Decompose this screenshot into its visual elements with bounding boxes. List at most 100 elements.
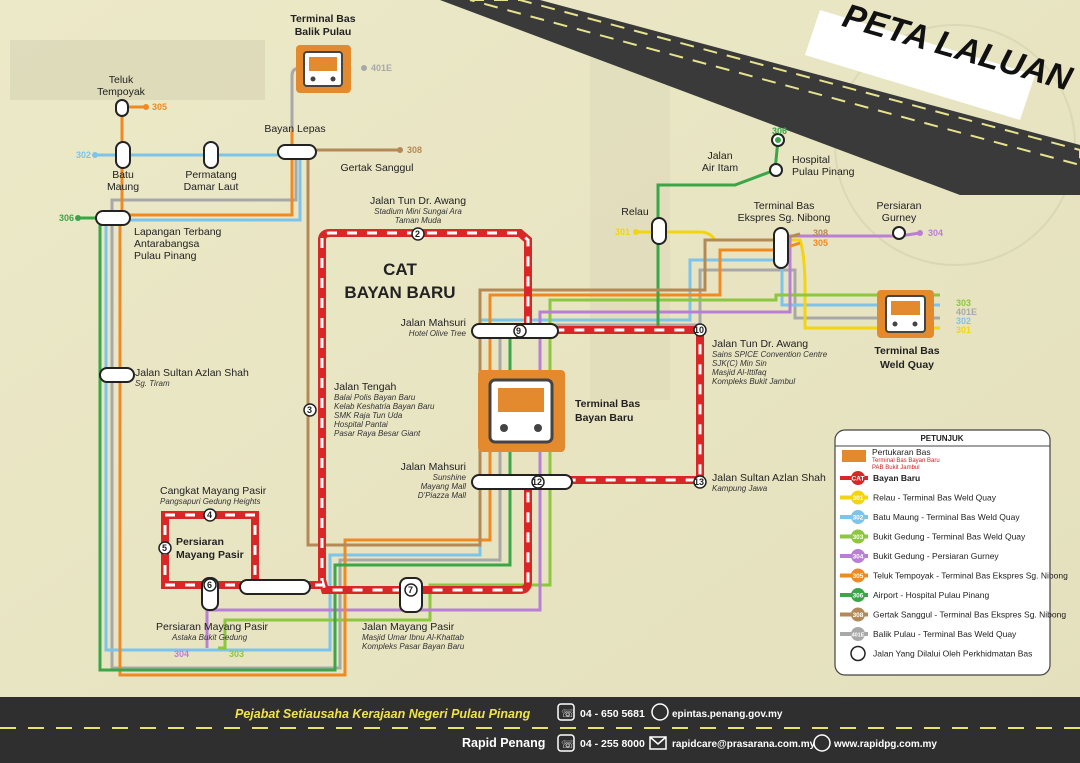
- label-gertak: Gertak Sanggul: [341, 162, 414, 174]
- station-permatang[interactable]: [203, 141, 219, 169]
- footer-phone-2[interactable]: 04 - 255 8000: [580, 738, 645, 750]
- tag-308-nibong: 308: [813, 228, 828, 238]
- label-pmp-loop-2: Mayang Pasir: [176, 549, 244, 561]
- legend-tag-badge: [851, 471, 865, 485]
- station-batu-maung[interactable]: [115, 141, 131, 169]
- label-jtengah-sub4: Hospital Pantai: [334, 420, 388, 429]
- station-ekspres-sg-nibong[interactable]: [773, 227, 789, 269]
- station-air-itam[interactable]: [769, 163, 783, 177]
- stop-10[interactable]: 10: [693, 323, 707, 337]
- label-jtengah-sub5: Pasar Raya Besar Giant: [334, 429, 421, 438]
- label-permatang-2: Damar Laut: [184, 181, 239, 193]
- stop-1[interactable]: 9: [513, 324, 527, 338]
- station-relau[interactable]: [651, 217, 667, 245]
- stop-5[interactable]: 5: [158, 541, 172, 555]
- legend-tag-badge: [851, 588, 865, 602]
- label-pmp-loop-1: Persiaran: [176, 536, 224, 548]
- tag-301-weld: 301: [956, 325, 971, 335]
- mail-icon: [649, 736, 667, 750]
- label-jmahsuri-low-sub1: Sunshine: [433, 473, 467, 482]
- terminal-balik-pulau[interactable]: [296, 45, 351, 93]
- legend-text: Bukit Gedung - Terminal Bas Weld Quay: [873, 532, 1026, 542]
- stop-4[interactable]: 4: [203, 508, 217, 522]
- tag-401e-weld: 401E: [956, 307, 977, 317]
- tag-304-bukit-gedung: 304: [174, 649, 189, 659]
- label-cat-1: CAT: [383, 260, 417, 279]
- route-302-line: [95, 153, 940, 652]
- station-gurney[interactable]: [892, 226, 906, 240]
- stations: [95, 99, 906, 613]
- station-lapangan[interactable]: [95, 210, 131, 226]
- stop-markers: 9 2 3 4 5 6 7 10 12 13: [158, 227, 707, 597]
- stop-7[interactable]: 7: [404, 583, 418, 597]
- legend-tag: CAT: [852, 476, 865, 483]
- terminal-weld-quay[interactable]: [877, 290, 934, 338]
- stop-3[interactable]: 3: [303, 403, 317, 417]
- label-lapangan-1: Lapangan Terbang: [134, 226, 222, 238]
- route-401e-line: [110, 66, 940, 670]
- label-gurney-2: Gurney: [882, 212, 917, 224]
- station-bayan-lepas[interactable]: [277, 144, 317, 160]
- legend-tag-badge: [851, 549, 865, 563]
- stop-13[interactable]: 13: [693, 475, 707, 489]
- footer-phone-1[interactable]: 04 - 650 5681: [580, 708, 645, 720]
- tag-305-teluk: 305: [152, 102, 167, 112]
- tag-304-gurney: 304: [928, 228, 943, 238]
- legend-tag-badge: [851, 490, 865, 505]
- tag-303-weld: 303: [956, 298, 971, 308]
- label-jtengah-sub3: SMK Raja Tun Uda: [334, 411, 403, 420]
- label-gurney-1: Persiaran: [877, 200, 922, 212]
- label-jmahsuri-top: Jalan Mahsuri: [401, 317, 466, 329]
- legend-text: Teluk Tempoyak - Terminal Bas Ekspres Sg…: [873, 571, 1068, 581]
- stop-6[interactable]: 6: [203, 578, 217, 592]
- label-jmp-sub2: Kompleks Pasar Bayan Baru: [362, 642, 465, 651]
- legend-swatch: [842, 450, 866, 462]
- tag-302-weld: 302: [956, 316, 971, 326]
- legend-subtext: PAB Bukit Jambul: [872, 465, 920, 471]
- footer-web-2[interactable]: www.rapidpg.com.my: [833, 739, 937, 750]
- legend-tag-badge: [851, 510, 865, 524]
- terminal-bayan-baru[interactable]: [478, 370, 565, 452]
- phone-icon-1: ☏: [561, 708, 575, 720]
- stop-12[interactable]: 12: [531, 475, 545, 489]
- label-lapangan-3: Pulau Pinang: [134, 250, 197, 262]
- place-labels-right-anchor: Jalan Mahsuri Hotel Olive Tree Jalan Mah…: [401, 317, 467, 500]
- tag-303-bukit-gedung: 303: [229, 649, 244, 659]
- route-304-line: [205, 231, 921, 648]
- footer-web-1[interactable]: epintas.penang.gov.my: [672, 709, 783, 720]
- svg-text:3: 3: [307, 405, 312, 415]
- tag-306-hospital: 306: [772, 126, 787, 136]
- station-jalan-sultan-w[interactable]: [99, 367, 135, 383]
- station-cangkat-mp[interactable]: [239, 579, 311, 595]
- label-cangkat-sub: Pangsapuri Gedung Heights: [160, 497, 261, 506]
- legend-tag-badge: [851, 627, 865, 641]
- legend-item: Jalan Yang Dilalui Oleh Perkhidmatan Bas: [850, 645, 1032, 662]
- label-jsas-w: Jalan Sultan Azlan Shah: [135, 367, 249, 379]
- label-air-itam-1: Jalan: [707, 150, 732, 162]
- footer-email[interactable]: rapidcare@prasarana.com.my: [672, 739, 816, 750]
- station-teluk-tempoyak[interactable]: [115, 99, 129, 117]
- tag-306-airport: 306: [59, 213, 74, 223]
- label-teluk-2: Tempoyak: [97, 86, 146, 98]
- label-ekspres-1: Terminal Bas: [754, 200, 815, 212]
- legend-text: Pertukaran Bas: [872, 447, 931, 457]
- label-jtun-right-sub1: Sains SPICE Convention Centre: [712, 350, 828, 359]
- label-batu-2: Maung: [107, 181, 139, 193]
- station-jalan-mahsuri-low[interactable]: [471, 474, 573, 490]
- label-lapangan-2: Antarabangsa: [134, 238, 200, 250]
- label-teluk-1: Teluk: [109, 74, 134, 86]
- label-jtun-right-sub4: Kompleks Bukit Jambul: [712, 377, 795, 386]
- stop-2[interactable]: 2: [411, 227, 425, 241]
- tag-401e-balik: 401E: [371, 63, 392, 73]
- tag-308-gertak: 308: [407, 145, 422, 155]
- label-jtun-right-sub2: SJK(C) Min Sin: [712, 359, 767, 368]
- svg-text:12: 12: [532, 477, 542, 487]
- label-jmp-sub1: Masjid Umar Ibnu Al-Khattab: [362, 633, 465, 642]
- legend-title: PETUNJUK: [920, 434, 963, 443]
- svg-text:4: 4: [207, 510, 212, 520]
- tag-301-relau: 301: [615, 227, 630, 237]
- legend-text: Bayan Baru: [873, 473, 920, 483]
- legend-tag: 401E: [852, 633, 865, 639]
- label-cat-2: BAYAN BARU: [344, 283, 455, 302]
- label-jtengah: Jalan Tengah: [334, 381, 396, 393]
